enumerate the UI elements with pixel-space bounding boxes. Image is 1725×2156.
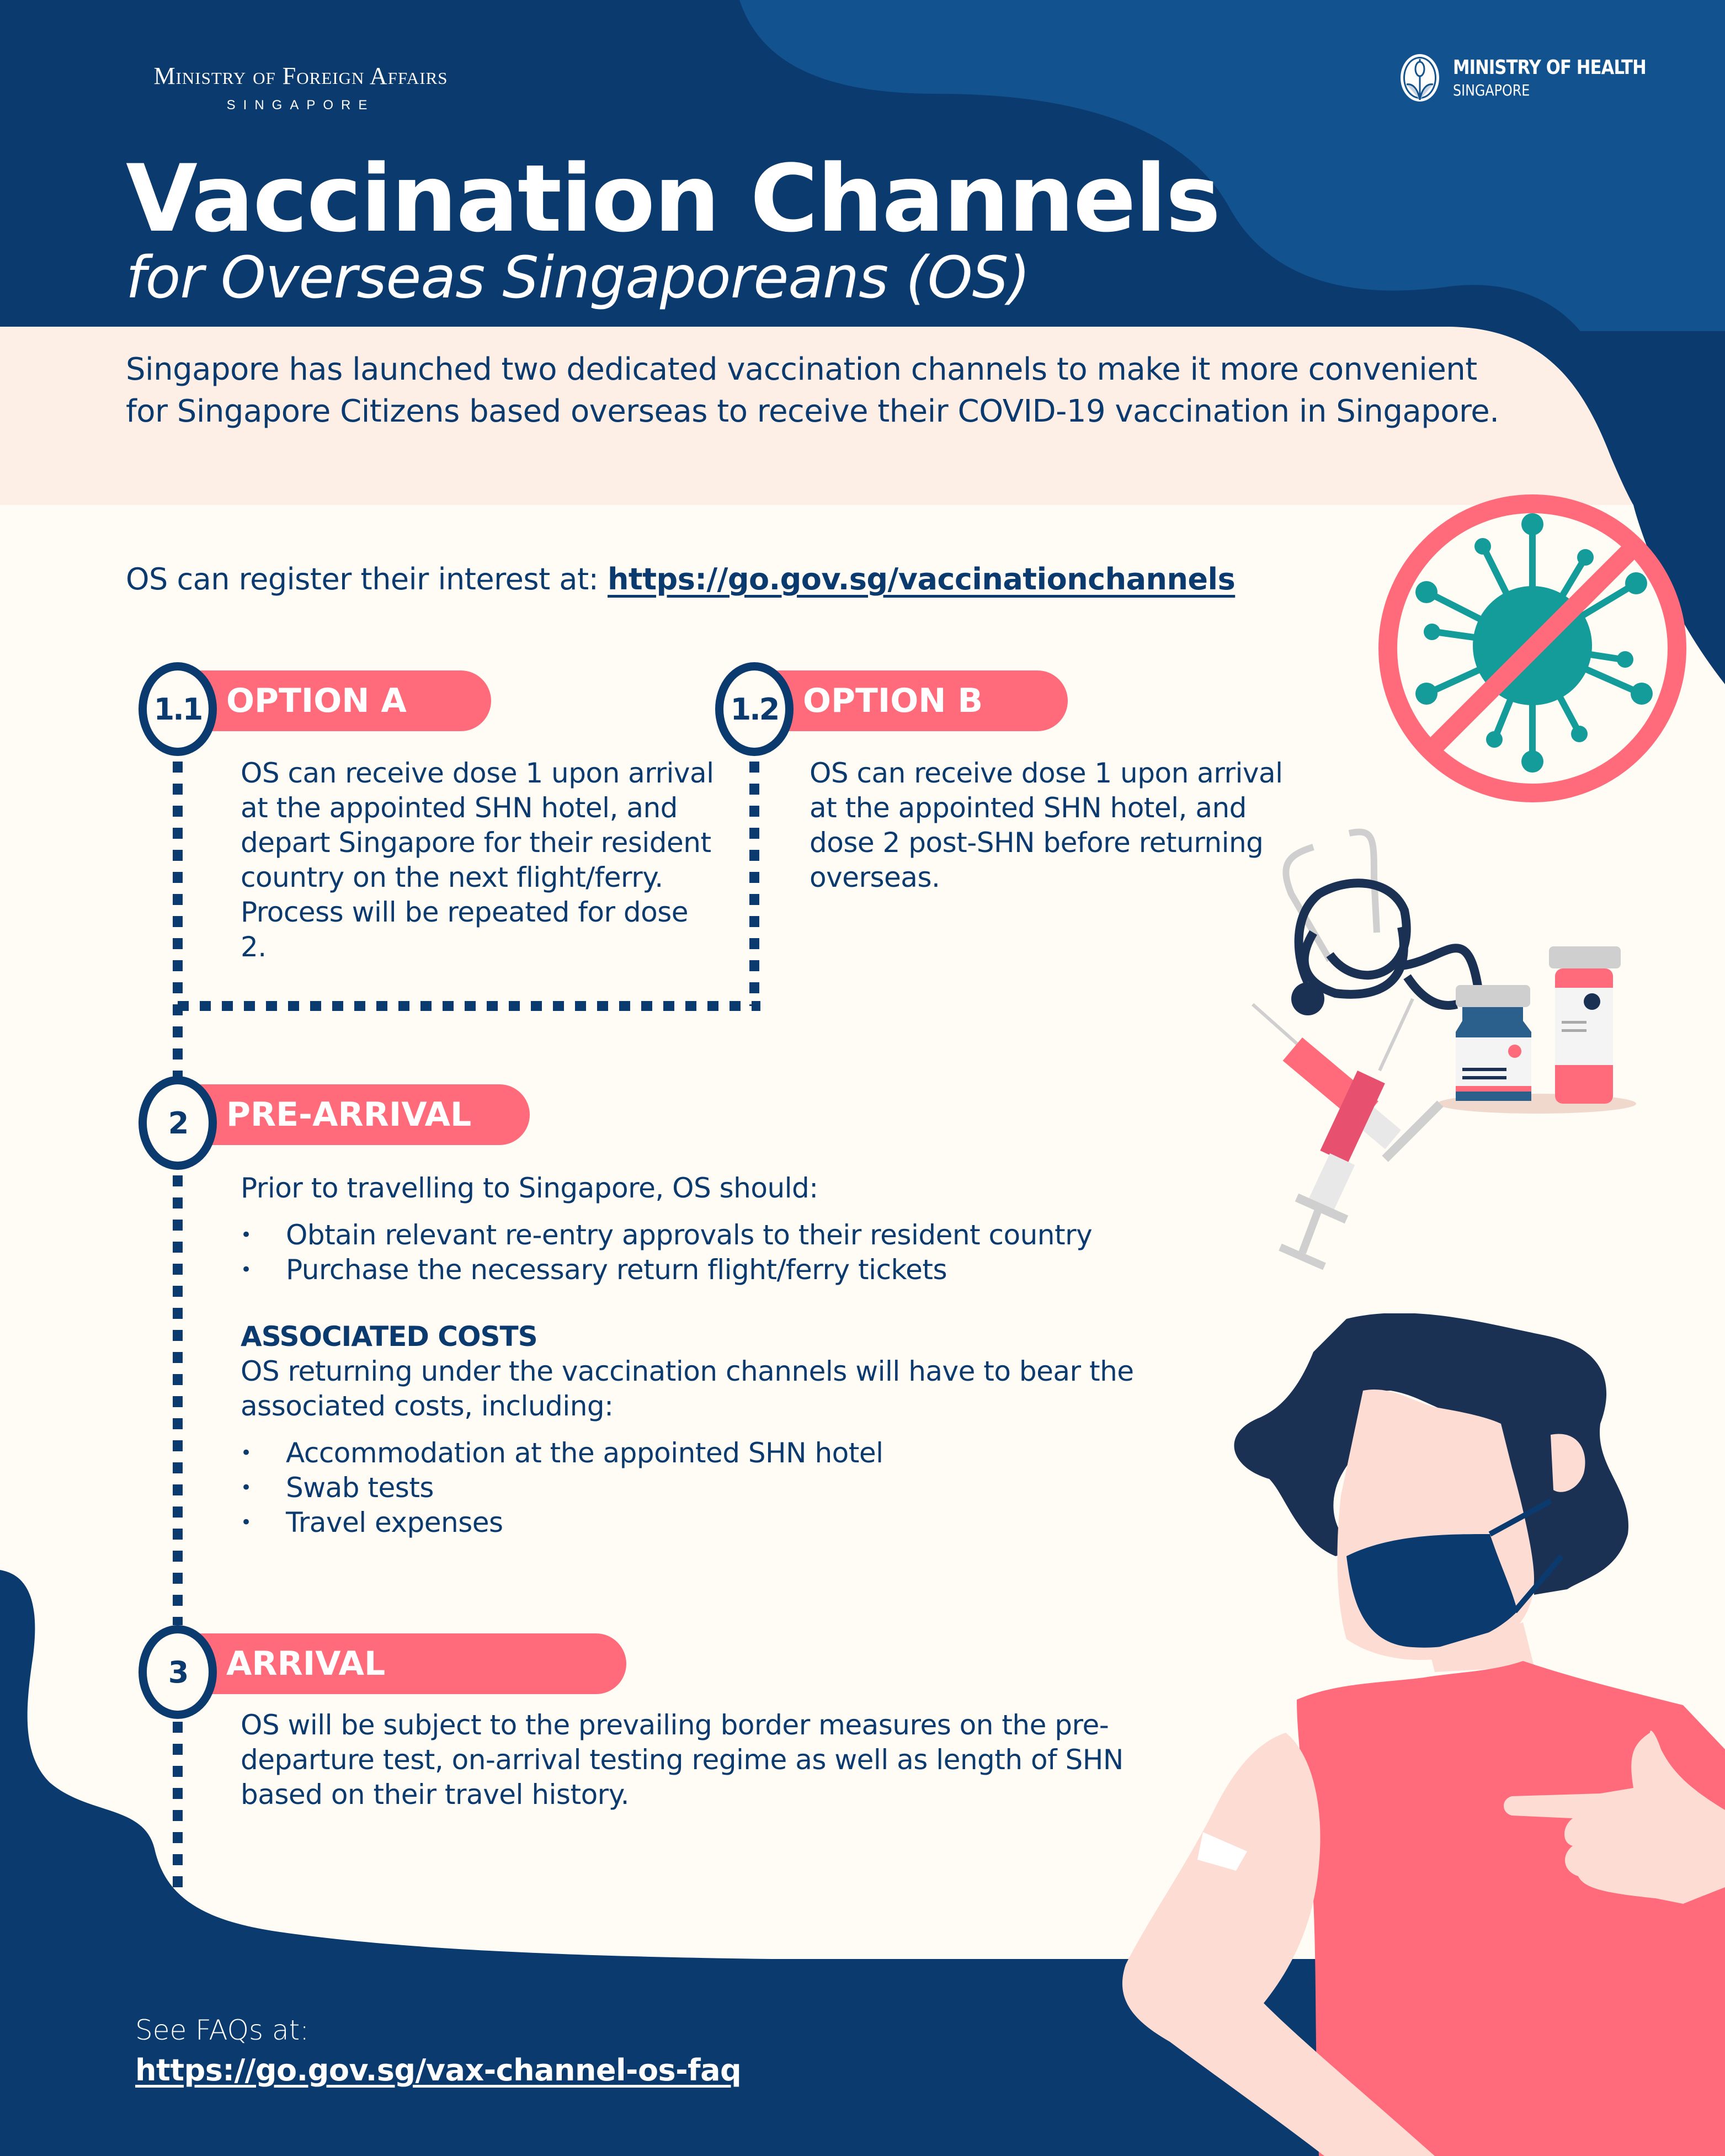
list-item: Purchase the necessary return flight/fer… bbox=[241, 1253, 1179, 1287]
step-title: OPTION A bbox=[182, 670, 491, 731]
register-label: OS can register their interest at: bbox=[126, 562, 608, 597]
syringe-icon bbox=[1252, 998, 1444, 1270]
costs-heading: ASSOCIATED COSTS bbox=[241, 1321, 538, 1353]
step-description: OS can receive dose 1 upon arrival at th… bbox=[810, 757, 1283, 893]
mfa-logo-name: Ministry of Foreign Affairs bbox=[153, 62, 448, 89]
faq-link[interactable]: https://go.gov.sg/vax-channel-os-faq bbox=[135, 2053, 742, 2088]
moh-logo: MINISTRY OF HEALTH SINGAPORE bbox=[1399, 52, 1680, 103]
step-title: OPTION B bbox=[759, 670, 1068, 731]
medicine-bottle-icon bbox=[1438, 985, 1636, 1114]
mfa-logo: Ministry of Foreign Affairs SINGAPORE bbox=[130, 62, 472, 113]
step-content: Prior to travelling to Singapore, OS sho… bbox=[241, 1171, 1179, 1540]
moh-logo-name: MINISTRY OF HEALTH bbox=[1453, 56, 1647, 79]
step-number-badge: 2 bbox=[139, 1076, 217, 1170]
faq-footer: See FAQs at: https://go.gov.sg/vax-chann… bbox=[135, 2014, 742, 2088]
faq-label: See FAQs at: bbox=[135, 2014, 310, 2046]
pre-arrival-intro: Prior to travelling to Singapore, OS sho… bbox=[241, 1172, 818, 1204]
costs-intro: OS returning under the vaccination chann… bbox=[241, 1355, 1134, 1422]
intro-paragraph: Singapore has launched two dedicated vac… bbox=[126, 352, 1499, 429]
stethoscope-icon bbox=[1282, 828, 1483, 1015]
costs-list: Accommodation at the appointed SHN hotel… bbox=[241, 1436, 1179, 1540]
list-item: Accommodation at the appointed SHN hotel bbox=[241, 1436, 1179, 1471]
step-number-badge: 1.2 bbox=[715, 662, 794, 756]
masked-person-illustration bbox=[1122, 1313, 1725, 2156]
no-virus-icon bbox=[1378, 494, 1686, 802]
medical-items-illustration bbox=[1252, 828, 1636, 1270]
mfa-logo-country: SINGAPORE bbox=[226, 98, 375, 113]
list-item: Swab tests bbox=[241, 1471, 1179, 1505]
step-number-badge: 1.1 bbox=[139, 662, 217, 756]
step-description: OS will be subject to the prevailing bor… bbox=[241, 1709, 1124, 1811]
list-item: Obtain relevant re-entry approvals to th… bbox=[241, 1218, 1179, 1253]
step-description: OS can receive dose 1 upon arrival at th… bbox=[241, 757, 714, 963]
list-item: Travel expenses bbox=[241, 1505, 1179, 1540]
register-line: OS can register their interest at: https… bbox=[126, 562, 1236, 597]
test-tube-icon bbox=[1549, 946, 1621, 1104]
pre-arrival-list: Obtain relevant re-entry approvals to th… bbox=[241, 1218, 1179, 1287]
register-link[interactable]: https://go.gov.sg/vaccinationchannels bbox=[607, 562, 1236, 597]
step-title: PRE-ARRIVAL bbox=[182, 1084, 530, 1145]
moh-logo-country: SINGAPORE bbox=[1453, 81, 1530, 99]
moh-crest-icon bbox=[1401, 54, 1439, 102]
step-title: ARRIVAL bbox=[182, 1633, 626, 1694]
page-subtitle: for Overseas Singaporeans (OS) bbox=[126, 244, 1030, 311]
page-title: Vaccination Channels bbox=[126, 145, 1221, 253]
step-number-badge: 3 bbox=[139, 1625, 217, 1719]
